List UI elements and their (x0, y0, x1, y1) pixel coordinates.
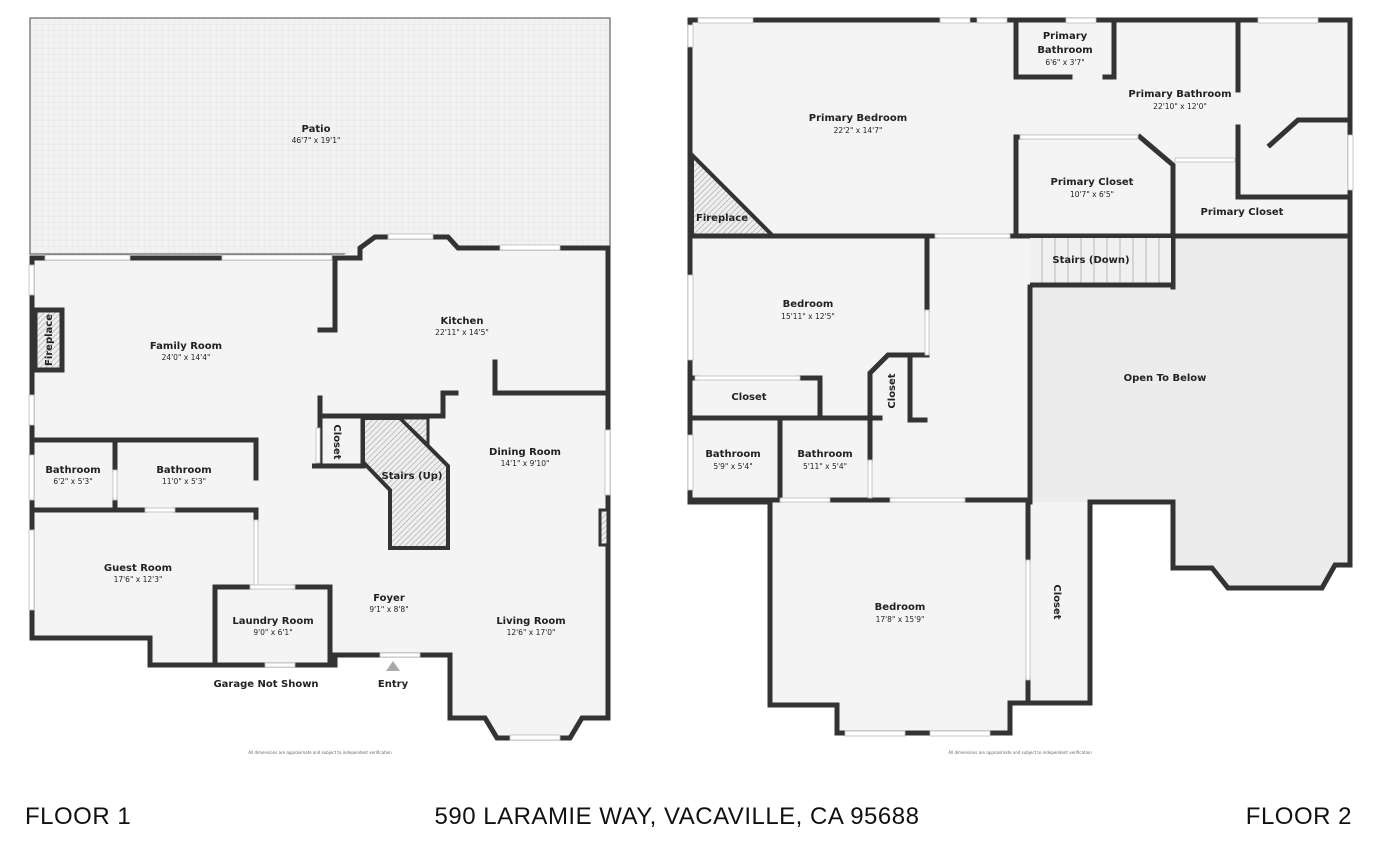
patio-label: Patio (302, 124, 331, 135)
stairs-landing-hatch (396, 416, 430, 449)
foyer-label: Foyer (373, 593, 405, 604)
bathroom-1b-dims: 11'0" x 5'3" (162, 477, 206, 486)
fireplace-1-label: Fireplace (44, 314, 55, 366)
floor-2-windows (687, 17, 1354, 737)
floor-1-plan: Patio 46'7" x 19'1" Family Room 24'0" x … (28, 17, 611, 755)
dining-room-label: Dining Room (489, 447, 561, 458)
kitchen-label: Kitchen (441, 316, 484, 327)
floor-2-title: FLOOR 2 (1245, 803, 1352, 830)
primary-closet-a-label: Primary Closet (1051, 177, 1134, 188)
floor-1-disclaimer: All dimensions are approximate and subje… (248, 750, 392, 755)
primary-closet-a-dims: 10'7" x 6'5" (1070, 190, 1114, 199)
family-room-dims: 24'0" x 14'4" (162, 353, 211, 362)
bathroom-2b-label: Bathroom (797, 449, 852, 460)
living-room-label: Living Room (496, 616, 565, 627)
floor-2-plan: Primary Bedroom 22'2" x 14'7" Primary Ba… (687, 17, 1354, 755)
primary-bathroom-small-label-2: Bathroom (1037, 45, 1092, 56)
bathroom-2b-dims: 5'11" x 5'4" (803, 462, 847, 471)
laundry-room-label: Laundry Room (232, 616, 313, 627)
dining-room-dims: 14'1" x 9'10" (501, 459, 550, 468)
family-room-label: Family Room (150, 341, 222, 352)
stairs-up-label: Stairs (Up) (382, 471, 443, 482)
bedroom-2a-dims: 15'11" x 12'5" (781, 312, 835, 321)
guest-room-dims: 17'6" x 12'3" (114, 575, 163, 584)
primary-closet-b-label: Primary Closet (1201, 207, 1284, 218)
open-to-below-label: Open To Below (1124, 373, 1207, 384)
patio-area (29, 17, 611, 255)
entry-arrow-icon (386, 661, 400, 671)
floor-2-disclaimer: All dimensions are approximate and subje… (948, 750, 1092, 755)
floor-1-title: FLOOR 1 (25, 803, 132, 830)
primary-bedroom-dims: 22'2" x 14'7" (834, 126, 883, 135)
closet-2c-label: Closet (1051, 584, 1062, 619)
bathroom-1a-label: Bathroom (45, 465, 100, 476)
closet-1-label: Closet (331, 424, 342, 459)
floor-2-interior-walls (687, 19, 1353, 706)
stairs-down-treads (1030, 238, 1173, 288)
bedroom-2a-label: Bedroom (783, 299, 834, 310)
bathroom-1a-dims: 6'2" x 5'3" (53, 477, 92, 486)
bedroom-2b-dims: 17'8" x 15'9" (876, 615, 925, 624)
guest-room-label: Guest Room (104, 563, 172, 574)
closet-2b-label: Closet (887, 373, 898, 408)
fireplace-2-label: Fireplace (696, 213, 748, 224)
primary-bathroom-small-dims: 6'6" x 3'7" (1045, 58, 1084, 67)
fireplace-1-hatch (32, 307, 65, 373)
floor-1-interior (32, 237, 608, 738)
bathroom-2a-label: Bathroom (705, 449, 760, 460)
floor-1-windows (28, 233, 611, 741)
property-address: 590 LARAMIE WAY, VACAVILLE, CA 95688 (434, 803, 920, 830)
primary-bathroom-small-label-1: Primary (1043, 31, 1088, 42)
foyer-dims: 9'1" x 8'8" (369, 605, 408, 614)
bathroom-1b-label: Bathroom (156, 465, 211, 476)
primary-bedroom-label: Primary Bedroom (809, 113, 907, 124)
primary-bathroom-label: Primary Bathroom (1128, 89, 1231, 100)
bedroom-2b-label: Bedroom (875, 602, 926, 613)
living-room-dims: 12'6" x 17'0" (507, 628, 556, 637)
stairs-down-label: Stairs (Down) (1052, 255, 1129, 266)
primary-bathroom-dims: 22'10" x 12'0" (1153, 102, 1207, 111)
laundry-room-dims: 9'0" x 6'1" (253, 628, 292, 637)
kitchen-dims: 22'11" x 14'5" (435, 328, 489, 337)
built-in-hatch (598, 508, 610, 547)
bathroom-2a-dims: 5'9" x 5'4" (713, 462, 752, 471)
garage-note: Garage Not Shown (213, 679, 318, 690)
patio-dims: 46'7" x 19'1" (292, 136, 341, 145)
entry-label: Entry (378, 679, 409, 690)
floor-2-outer-wall (687, 17, 1353, 736)
floor-1-outer-wall (29, 234, 611, 741)
closet-2a-label: Closet (731, 392, 766, 403)
